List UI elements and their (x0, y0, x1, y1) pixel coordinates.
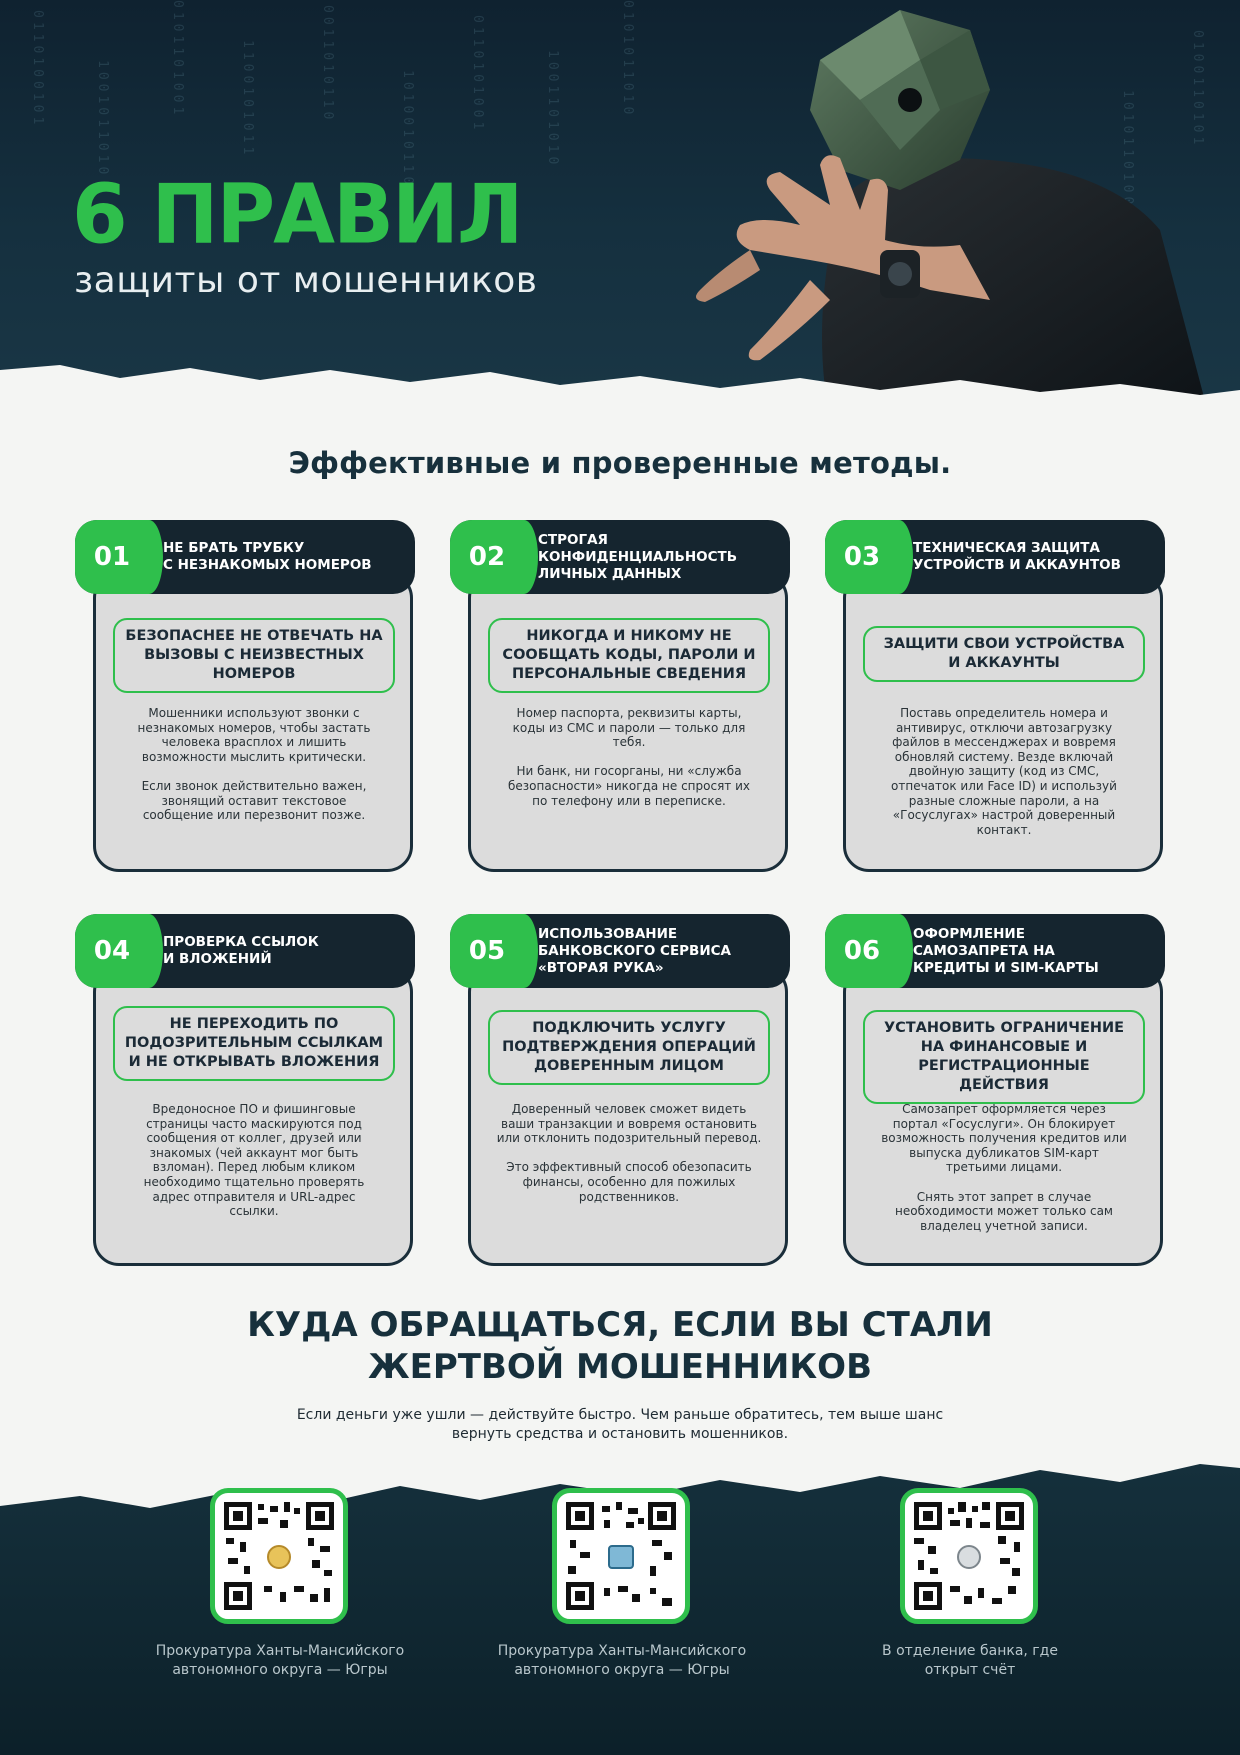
card-description: Мошенники используют звонки с незнакомых… (137, 706, 371, 823)
card-number: 06 (825, 914, 913, 988)
card-key-rule: ЗАЩИТИ СВОИ УСТРОЙСТВА И АККАУНТЫ (863, 626, 1145, 682)
card-number: 05 (450, 914, 538, 988)
bank-emblem-icon (957, 1545, 981, 1569)
qr-label: Прокуратура Ханты-Мансийского автономног… (497, 1643, 747, 1678)
card-header: 06 ОФОРМЛЕНИЕ САМОЗАПРЕТА НА КРЕДИТЫ И S… (825, 914, 1165, 988)
hero-title: 6 ПРАВИЛ (72, 167, 523, 262)
card-header: 05 ИСПОЛЬЗОВАНИЕ БАНКОВСКОГО СЕРВИСА «ВТ… (450, 914, 790, 988)
card-description: Поставь определитель номера и антивирус,… (891, 706, 1117, 837)
card-heading: ТЕХНИЧЕСКАЯ ЗАЩИТА УСТРОЙСТВ И АККАУНТОВ (913, 540, 1121, 573)
rule-card-6: 06 ОФОРМЛЕНИЕ САМОЗАПРЕТА НА КРЕДИТЫ И S… (825, 914, 1165, 1269)
hero-banner: 0110100101 1001011010 0101101001 1100101… (0, 0, 1240, 420)
card-header: 03 ТЕХНИЧЕСКАЯ ЗАЩИТА УСТРОЙСТВ И АККАУН… (825, 520, 1165, 594)
card-key-rule: БЕЗОПАСНЕЕ НЕ ОТВЕЧАТЬ НА ВЫЗОВЫ С НЕИЗВ… (113, 618, 395, 693)
card-description: Номер паспорта, реквизиты карты, коды из… (507, 706, 750, 808)
card-heading: НЕ БРАТЬ ТРУБКУ С НЕЗНАКОМЫХ НОМЕРОВ (163, 540, 372, 573)
rule-card-3: 03 ТЕХНИЧЕСКАЯ ЗАЩИТА УСТРОЙСТВ И АККАУН… (825, 520, 1165, 875)
contact-heading: КУДА ОБРАЩАТЬСЯ, ЕСЛИ ВЫ СТАЛИ ЖЕРТВОЙ М… (247, 1305, 993, 1387)
card-key-rule: ПОДКЛЮЧИТЬ УСЛУГУ ПОДТВЕРЖДЕНИЯ ОПЕРАЦИЙ… (488, 1010, 770, 1085)
rule-card-4: 04 ПРОВЕРКА ССЫЛОК И ВЛОЖЕНИЙ НЕ ПЕРЕХОД… (75, 914, 415, 1269)
card-description: Доверенный человек сможет видеть ваши тр… (496, 1102, 762, 1204)
rule-card-1: 01 НЕ БРАТЬ ТРУБКУ С НЕЗНАКОМЫХ НОМЕРОВ … (75, 520, 415, 875)
card-key-rule: НИКОГДА И НИКОМУ НЕ СООБЩАТЬ КОДЫ, ПАРОЛ… (488, 618, 770, 693)
card-description: Вредоносное ПО и фишинговые страницы час… (143, 1102, 365, 1219)
qr-code[interactable] (900, 1488, 1038, 1624)
card-heading: ИСПОЛЬЗОВАНИЕ БАНКОВСКОГО СЕРВИСА «ВТОРА… (538, 925, 732, 976)
rule-card-2: 02 СТРОГАЯ КОНФИДЕНЦИАЛЬНОСТЬ ЛИЧНЫХ ДАН… (450, 520, 790, 875)
card-header: 02 СТРОГАЯ КОНФИДЕНЦИАЛЬНОСТЬ ЛИЧНЫХ ДАН… (450, 520, 790, 594)
masked-hacker-illustration (696, 10, 1210, 420)
card-header: 04 ПРОВЕРКА ССЫЛОК И ВЛОЖЕНИЙ (75, 914, 415, 988)
contact-subtitle: Если деньги уже ушли — действуйте быстро… (296, 1407, 944, 1442)
torn-paper-edge (0, 365, 1240, 420)
methods-heading: Эффективные и проверенные методы. (288, 446, 952, 480)
card-number: 03 (825, 520, 913, 594)
card-header: 01 НЕ БРАТЬ ТРУБКУ С НЕЗНАКОМЫХ НОМЕРОВ (75, 520, 415, 594)
card-key-rule: НЕ ПЕРЕХОДИТЬ ПО ПОДОЗРИТЕЛЬНЫМ ССЫЛКАМ … (113, 1006, 395, 1081)
card-heading: ПРОВЕРКА ССЫЛОК И ВЛОЖЕНИЙ (163, 934, 319, 967)
hero-subtitle: защиты от мошенников (74, 260, 538, 301)
card-description: Самозапрет оформляется через портал «Гос… (881, 1102, 1127, 1233)
card-heading: СТРОГАЯ КОНФИДЕНЦИАЛЬНОСТЬ ЛИЧНЫХ ДАННЫХ (538, 531, 737, 582)
qr-label: В отделение банка, где открыт счёт (882, 1643, 1058, 1678)
qr-label: Прокуратура Ханты-Мансийского автономног… (155, 1643, 405, 1678)
card-number: 02 (450, 520, 538, 594)
card-heading: ОФОРМЛЕНИЕ САМОЗАПРЕТА НА КРЕДИТЫ И SIM-… (913, 925, 1099, 976)
card-key-rule: УСТАНОВИТЬ ОГРАНИЧЕНИЕ НА ФИНАНСОВЫЕ И Р… (863, 1010, 1145, 1104)
matrix-background: 0110100101 1001011010 0101101001 1100101… (30, 0, 1205, 209)
qr-code[interactable] (552, 1488, 690, 1624)
rule-card-5: 05 ИСПОЛЬЗОВАНИЕ БАНКОВСКОГО СЕРВИСА «ВТ… (450, 914, 790, 1269)
qr-code[interactable] (210, 1488, 348, 1624)
eagle-emblem-icon (267, 1545, 291, 1569)
yugra-emblem-icon (608, 1545, 634, 1569)
card-number: 01 (75, 520, 163, 594)
card-number: 04 (75, 914, 163, 988)
